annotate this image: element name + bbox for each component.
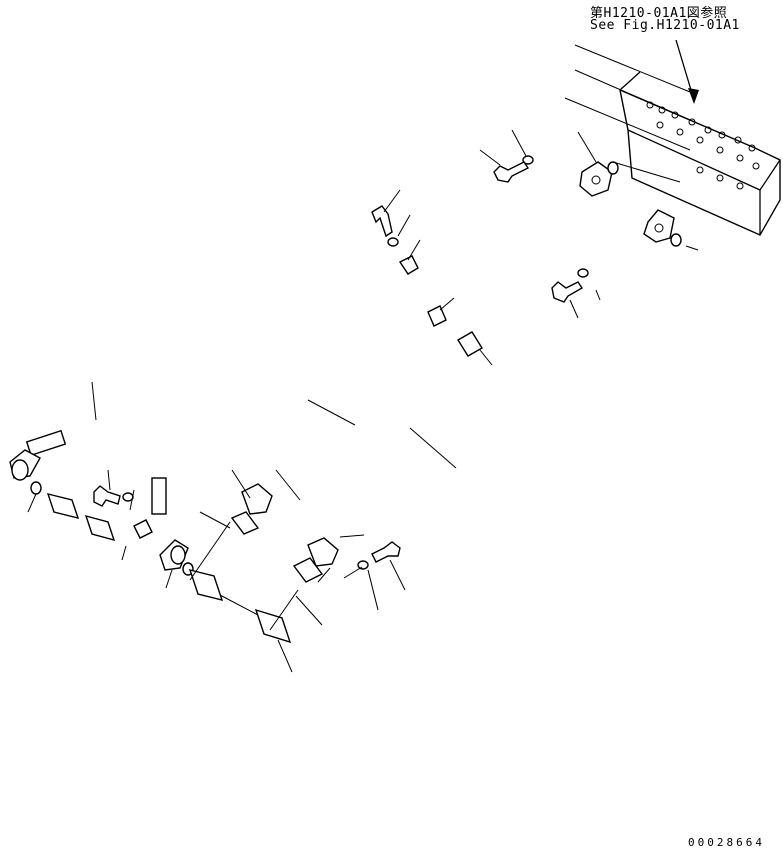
document-number: 00028664 (688, 836, 765, 849)
bolt (93, 161, 583, 563)
flange-upper-left (241, 483, 273, 515)
washer (122, 155, 589, 570)
reference-arrow (675, 39, 699, 104)
hose-elbow-left (9, 449, 41, 481)
clamp-block (46, 493, 292, 644)
hose (25, 426, 167, 551)
valve-block (564, 44, 781, 236)
figure-reference-japanese: 第H1210-01A1図参照 (590, 6, 728, 21)
lower-pipe (318, 233, 660, 557)
hose-elbow-right (159, 539, 189, 571)
flange-lower-right (643, 209, 675, 243)
clamp (133, 255, 483, 583)
upper-pipe (248, 178, 586, 502)
flange-upper-right (579, 161, 613, 197)
flange-lower-left (307, 537, 339, 567)
figure-reference-english: See Fig.H1210-01A1 (590, 18, 740, 33)
o-ring (30, 161, 682, 576)
leader-lines (27, 129, 699, 673)
